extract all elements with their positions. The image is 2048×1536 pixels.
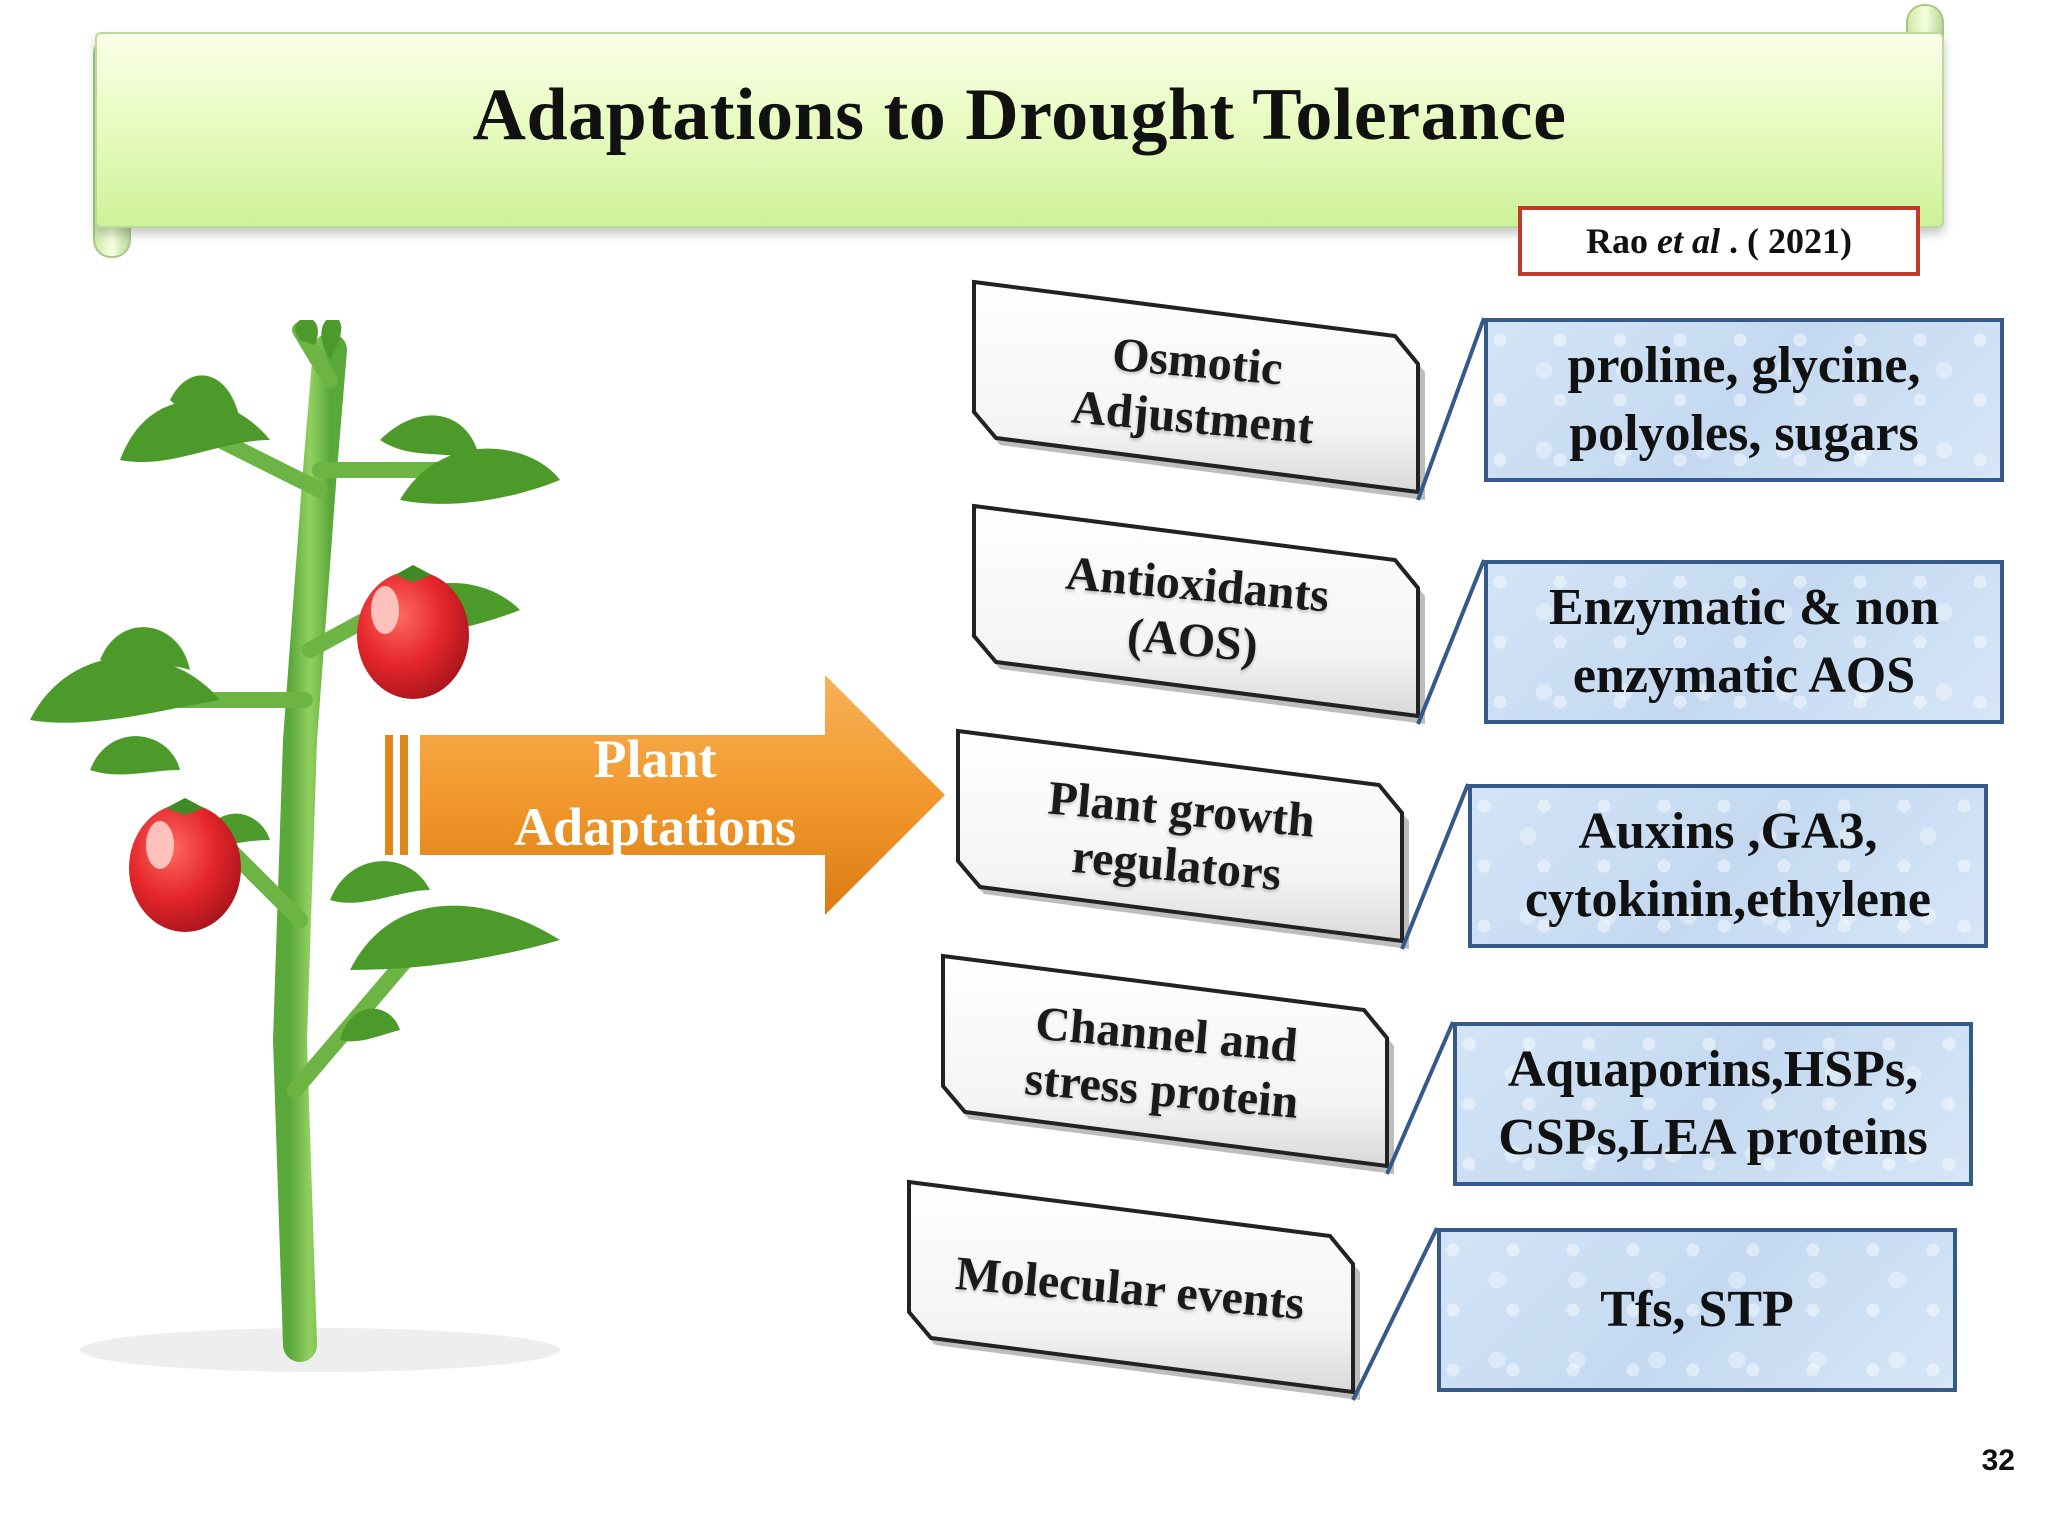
detail-line1: Auxins ,GA3, (1578, 803, 1878, 860)
title-banner: Adaptations to Drought Tolerance (95, 32, 1944, 228)
arrow-label: Plant Adaptations (440, 725, 870, 861)
tomato-lower (129, 798, 241, 932)
citation-year: . ( 2021) (1729, 221, 1852, 261)
page-number: 32 (1981, 1444, 2015, 1477)
detail-line1: Tfs, STP (1600, 1281, 1794, 1338)
detail-line1: proline, glycine, (1567, 337, 1921, 394)
detail-line2: enzymatic AOS (1572, 647, 1916, 704)
page-title: Adaptations to Drought Tolerance (472, 73, 1567, 156)
detail-line2: polyoles, sugars (1569, 405, 1919, 462)
tomato-upper (357, 565, 469, 699)
tag-shape-1 (972, 279, 1425, 500)
plant-ground-shadow (80, 1328, 560, 1372)
tag-shape-4 (941, 953, 1394, 1174)
detail-line1: Enzymatic & non (1549, 579, 1939, 636)
arrow-label-line2: Adaptations (513, 797, 797, 857)
plant-adaptations-arrow (385, 675, 945, 915)
citation-author: Rao (1586, 221, 1649, 261)
tag-shape-3 (956, 728, 1409, 949)
detail-line1: Aquaporins,HSPs, (1507, 1041, 1919, 1098)
tag-shape-5 (907, 1179, 1360, 1400)
tag-line1: Molecular events (953, 1246, 1307, 1331)
detail-line2: CSPs,LEA proteins (1498, 1109, 1928, 1166)
detail-antioxidants: Enzymatic & non enzymatic AOS (1484, 560, 2004, 724)
arrow-label-line1: Plant (593, 729, 717, 789)
detail-growth-regulators: Auxins ,GA3, cytokinin,ethylene (1468, 784, 1988, 948)
citation-box: Rao et al . ( 2021) (1518, 206, 1920, 276)
connector-lines (1351, 317, 1486, 1401)
detail-osmotic: proline, glycine, polyoles, sugars (1484, 318, 2004, 482)
citation-etal: et al (1657, 221, 1720, 261)
plant-main-stem (272, 333, 347, 1362)
detail-channel-proteins: Aquaporins,HSPs, CSPs,LEA proteins (1453, 1022, 1973, 1186)
detail-line2: cytokinin,ethylene (1525, 871, 1931, 928)
tag-shape-2 (972, 503, 1425, 724)
tomato-plant-illustration (30, 320, 560, 1372)
detail-molecular-events: Tfs, STP (1437, 1228, 1957, 1392)
